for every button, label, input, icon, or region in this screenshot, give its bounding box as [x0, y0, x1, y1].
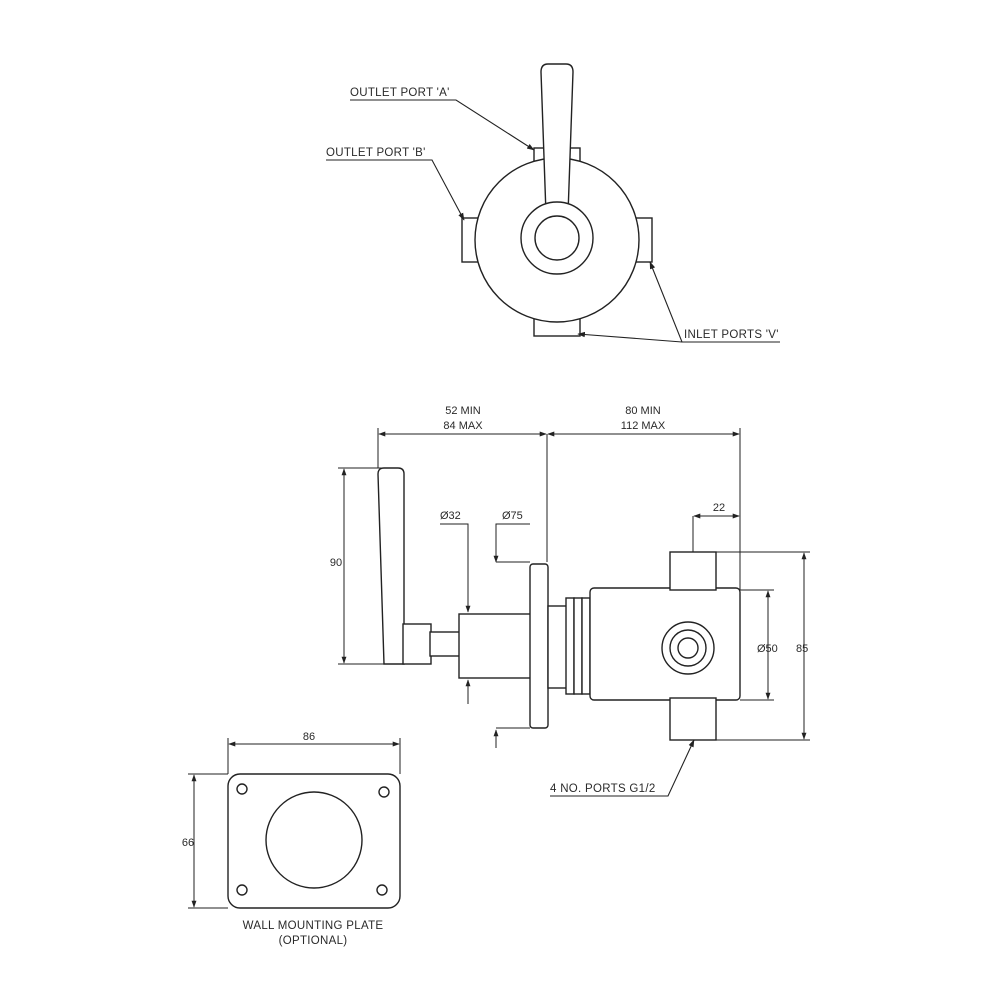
side-thread-ring-1 — [565, 597, 575, 695]
dim-line-cover-top — [493, 523, 530, 563]
dim-port-offset: 22 — [713, 502, 725, 514]
label-ports-note: 4 NO. PORTS G1/2 — [550, 783, 656, 795]
side-view: 52 MIN 84 MAX 80 MIN 112 MAX 22 90 Ø32 Ø… — [330, 405, 810, 797]
wall-plate-subtitle: (OPTIONAL) — [279, 935, 348, 947]
leader-ports-note — [550, 739, 695, 797]
wall-plate-hole-br — [376, 884, 388, 896]
side-threaded-section — [547, 605, 569, 689]
side-spindle-housing — [458, 613, 532, 679]
leader-inlet-bottom — [577, 331, 683, 343]
dim-cover-diameter: Ø75 — [502, 510, 523, 522]
wall-plate-hole-tr — [378, 786, 390, 798]
label-inlet-ports-v: INLET PORTS 'V' — [684, 329, 779, 341]
dim-line-spindle-top — [440, 523, 471, 613]
dim-handle-height: 90 — [330, 557, 342, 569]
wall-plate-view: 86 66 WALL MOUNTING PLATE (OPTIONAL) — [182, 731, 401, 947]
side-handle-boss — [402, 623, 432, 665]
leader-outlet-a — [350, 99, 535, 151]
label-outlet-port-a: OUTLET PORT 'A' — [350, 87, 450, 99]
wall-plate-hole-tl — [236, 783, 248, 795]
dim-body-depth-max: 112 MAX — [621, 420, 666, 432]
wall-plate-title: WALL MOUNTING PLATE — [243, 920, 384, 932]
side-lever-handle — [377, 467, 405, 665]
side-front-port-inner — [677, 637, 699, 659]
side-cover-plate — [529, 563, 549, 729]
dim-handle-projection-min: 52 MIN — [445, 405, 481, 417]
side-port-top — [669, 551, 717, 591]
dim-plate-width: 86 — [303, 731, 315, 743]
side-spindle — [429, 631, 461, 657]
lever-handle — [540, 63, 574, 215]
dim-handle-projection-max: 84 MAX — [443, 420, 483, 432]
dim-body-depth-min: 80 MIN — [625, 405, 661, 417]
dim-body-diameter: Ø50 — [757, 643, 778, 655]
dim-body-height: 85 — [796, 643, 808, 655]
side-thread-ring-2 — [573, 597, 583, 695]
wall-plate-center-hole — [265, 791, 363, 889]
dim-spindle-diameter: Ø32 — [440, 510, 461, 522]
leader-outlet-b — [326, 159, 465, 221]
side-thread-ring-3 — [581, 597, 591, 695]
label-outlet-port-b: OUTLET PORT 'B' — [326, 147, 426, 159]
dim-plate-height: 66 — [182, 837, 194, 849]
top-view: OUTLET PORT 'A' OUTLET PORT 'B' INLET PO… — [326, 63, 780, 343]
wall-plate-hole-bl — [236, 884, 248, 896]
handle-hub-inner — [534, 215, 580, 261]
side-port-bottom — [669, 697, 717, 741]
